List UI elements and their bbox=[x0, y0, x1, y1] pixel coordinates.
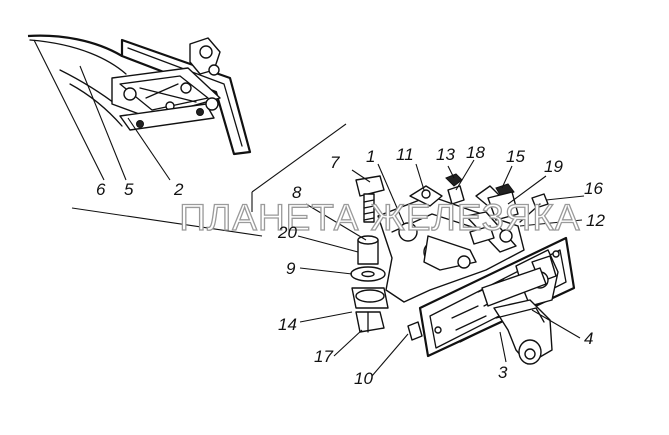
callout-20: 20 bbox=[277, 223, 297, 242]
callout-5: 5 bbox=[124, 180, 134, 199]
callout-2: 2 bbox=[173, 180, 184, 199]
watermark-text: ПЛАНЕТА ЖЕЛЕЗЯКА bbox=[179, 197, 580, 238]
leader-5 bbox=[79, 65, 127, 181]
callout-1: 1 bbox=[366, 147, 375, 166]
latch-assembly bbox=[350, 173, 576, 365]
installed-view-detail bbox=[27, 34, 252, 156]
callout-4: 4 bbox=[584, 329, 593, 348]
callout-6: 6 bbox=[96, 180, 106, 199]
callout-18: 18 bbox=[466, 143, 485, 162]
leader-6 bbox=[33, 39, 105, 181]
callout-15: 15 bbox=[506, 147, 525, 166]
callout-19: 19 bbox=[544, 157, 563, 176]
break-line-upper bbox=[251, 123, 347, 193]
callout-17: 17 bbox=[314, 347, 333, 366]
callout-8: 8 bbox=[292, 183, 302, 202]
callout-12: 12 bbox=[586, 211, 605, 230]
callout-9: 9 bbox=[286, 259, 296, 278]
callout-7: 7 bbox=[330, 153, 340, 172]
callout-10: 10 bbox=[354, 369, 373, 388]
callout-16: 16 bbox=[584, 179, 603, 198]
callout-11: 11 bbox=[396, 145, 414, 164]
callout-14: 14 bbox=[278, 315, 297, 334]
break-line bbox=[71, 207, 263, 237]
callout-3: 3 bbox=[498, 363, 508, 382]
callout-13: 13 bbox=[436, 145, 455, 164]
leader-2 bbox=[127, 117, 171, 181]
